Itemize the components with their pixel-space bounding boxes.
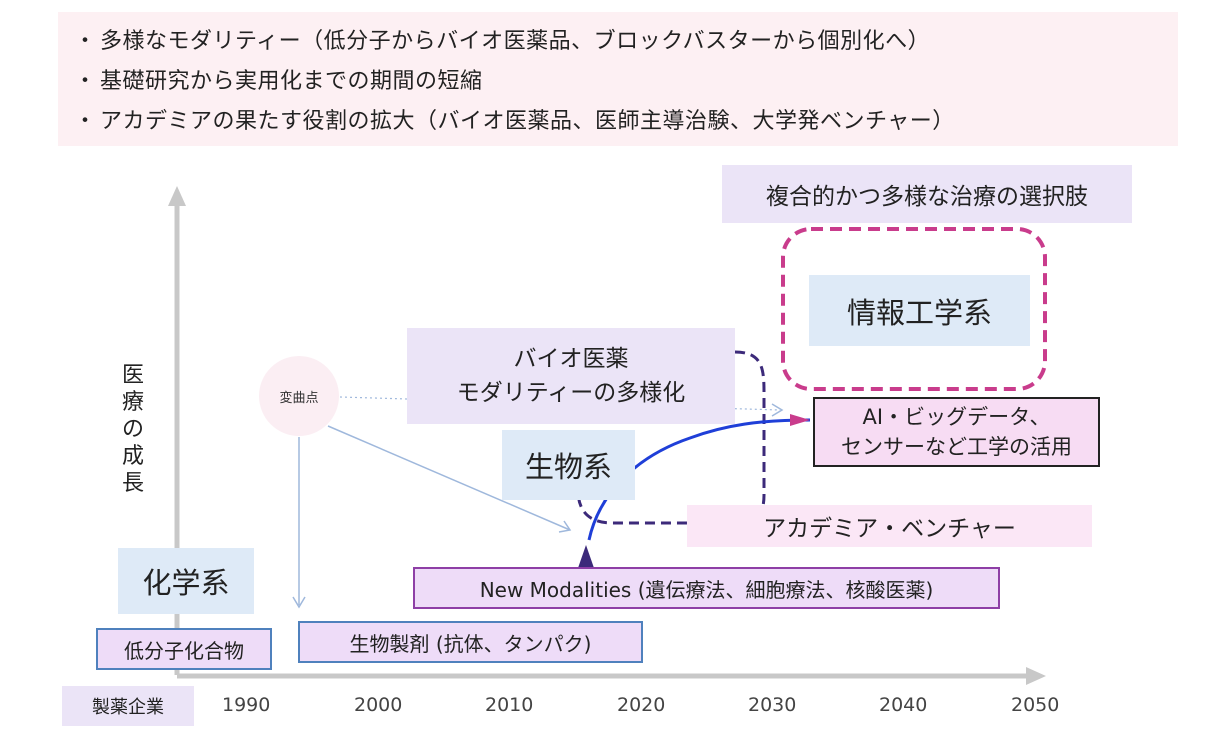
x-tick-label: 2040 <box>879 694 928 716</box>
x-tick-label: 2050 <box>1011 694 1060 716</box>
bio-modality-box: バイオ医薬 モダリティーの多様化 <box>407 328 735 424</box>
diagonal-arrow-head <box>558 520 572 533</box>
inflection-label: 変曲点 <box>279 390 319 406</box>
chemical-system-box: 化学系 <box>118 548 254 614</box>
magenta-arrowhead <box>790 414 810 426</box>
academia-venture-label: アカデミア・ベンチャー <box>687 505 1092 547</box>
bio-system-box: 生物系 <box>502 430 635 500</box>
bullet-panel: ・多様なモダリティー（低分子からバイオ医薬品、ブロックバスターから個別化へ） ・… <box>58 12 1178 146</box>
treatment-options-label: 複合的かつ多様な治療の選択肢 <box>722 165 1132 223</box>
dotted-arrow-head <box>771 403 784 417</box>
magenta-dashed-frame <box>781 227 1047 391</box>
ai-engineering-box: AI・ビッグデータ、 センサーなど工学の活用 <box>813 397 1100 467</box>
biologics-box: 生物製剤 (抗体、タンパク) <box>298 621 643 663</box>
x-tick-label: 1990 <box>222 694 271 716</box>
x-tick-label: 2000 <box>354 694 403 716</box>
diagonal-arrow-line <box>327 425 571 531</box>
small-molecule-box: 低分子化合物 <box>96 628 272 670</box>
bullet-item: ・基礎研究から実用化までの期間の短縮 <box>74 69 483 94</box>
y-axis-arrowhead <box>168 186 186 206</box>
down-arrow-head <box>292 596 306 609</box>
inflection-circle <box>259 356 339 436</box>
bullet-item: ・多様なモダリティー（低分子からバイオ医薬品、ブロックバスターから個別化へ） <box>74 29 931 54</box>
y-axis-label: 医 療 の 成 長 <box>121 363 144 496</box>
info-engineering-box: 情報工学系 <box>809 275 1030 346</box>
x-tick-label: 2030 <box>748 694 797 716</box>
x-axis-arrowhead <box>1026 667 1046 685</box>
new-modalities-box: New Modalities (遺伝療法、細胞療法、核酸医薬) <box>413 567 1000 609</box>
x-tick-label: 2020 <box>617 694 666 716</box>
bullet-item: ・アカデミアの果たす役割の拡大（バイオ医薬品、医師主導治験、大学発ベンチャー） <box>74 109 955 134</box>
x-tick-label: 2010 <box>485 694 534 716</box>
triangle-marker <box>578 545 594 568</box>
x-axis-label: 製薬企業 <box>62 686 194 726</box>
